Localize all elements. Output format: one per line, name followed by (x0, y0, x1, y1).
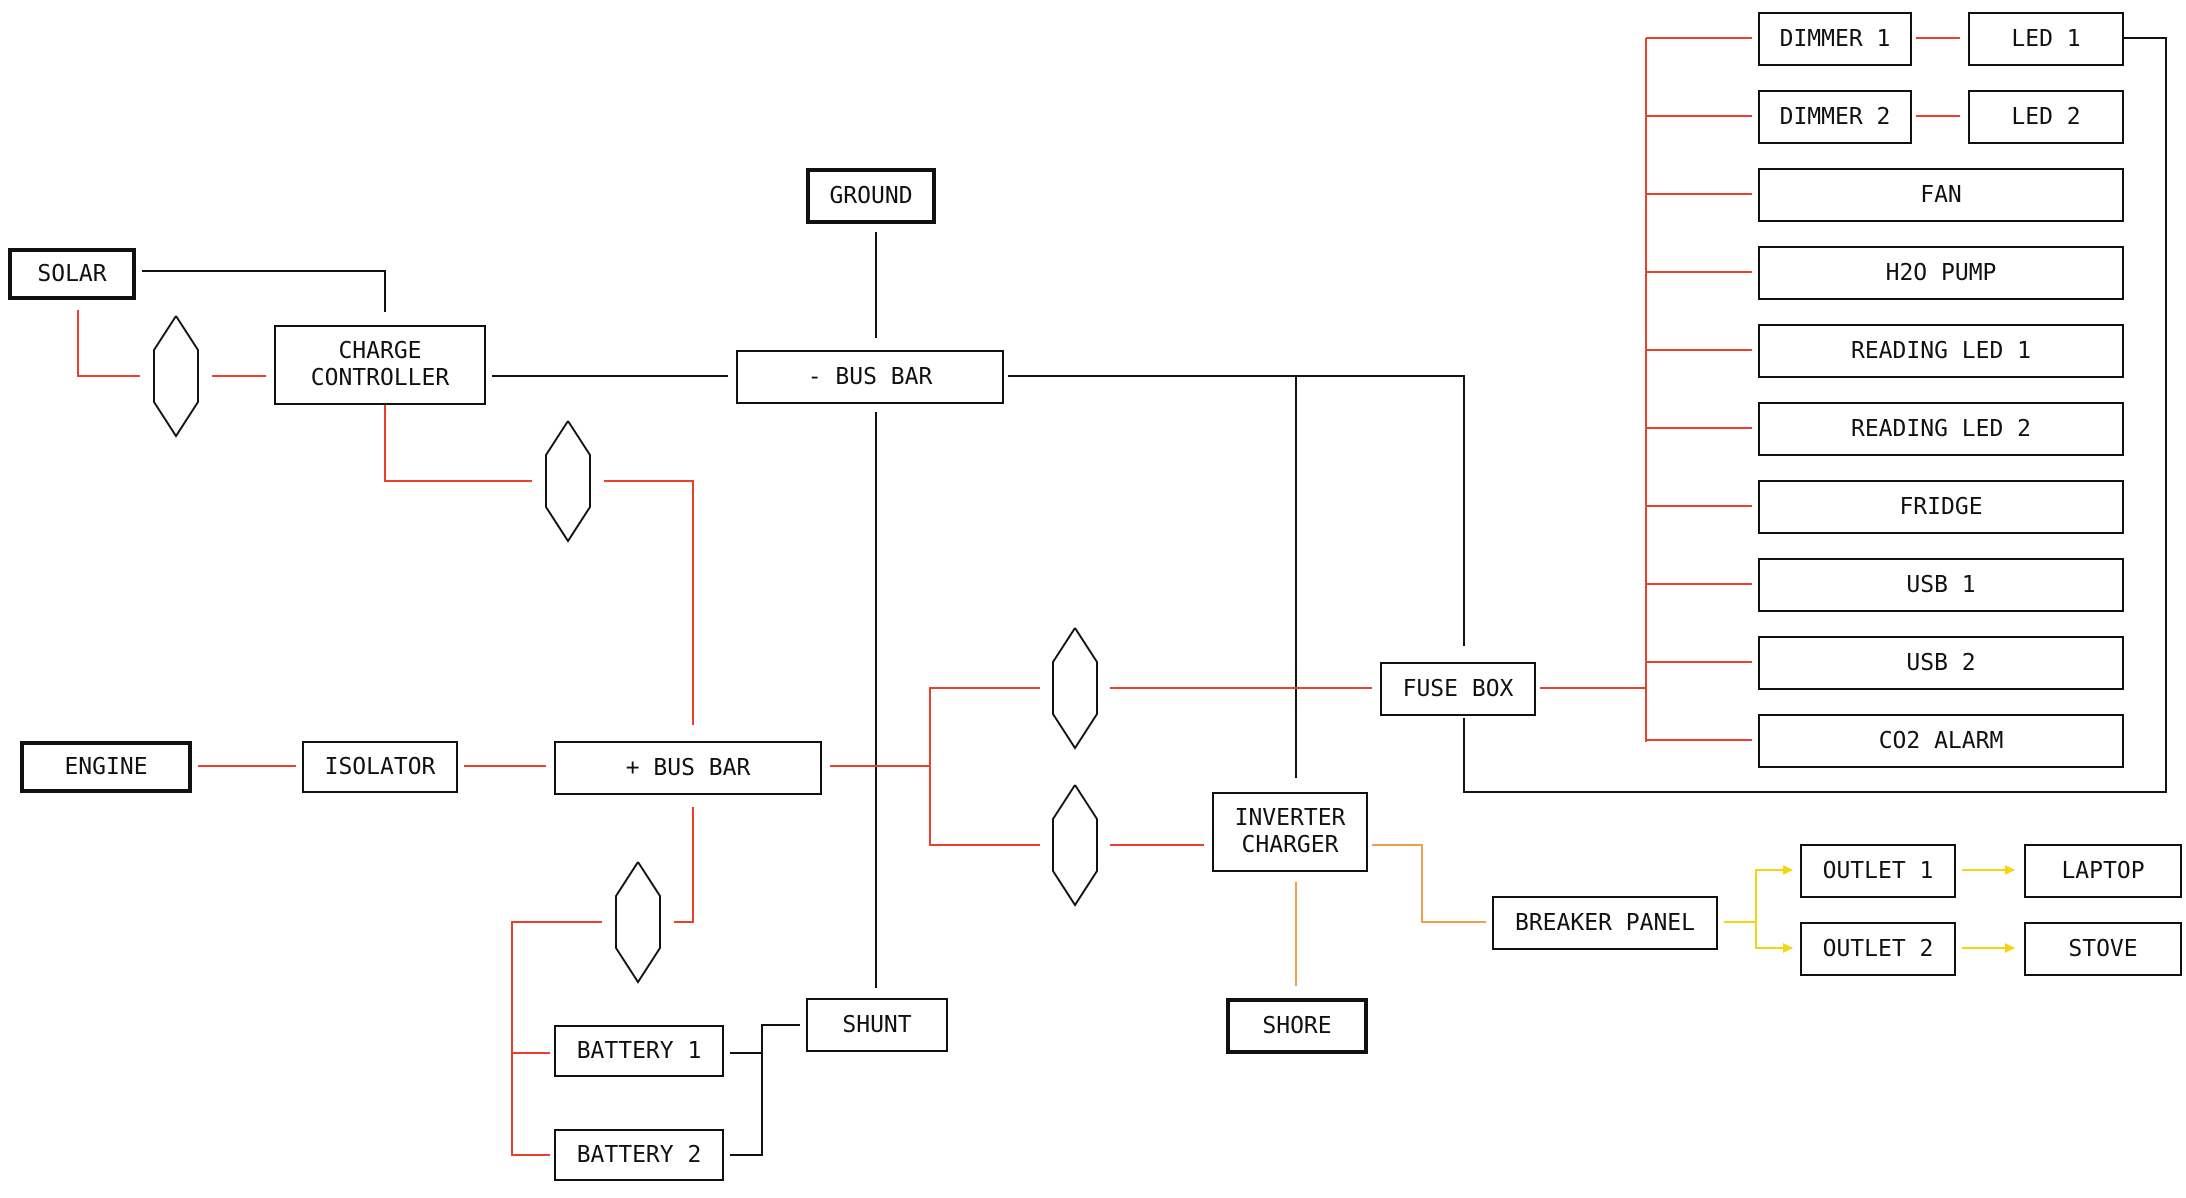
fuses (153, 315, 1098, 984)
ac-source-wires (1295, 844, 1486, 986)
usb-1-node: USB 1 (1758, 558, 2124, 612)
negative-wires (142, 37, 2167, 1156)
led-1-node: LED 1 (1968, 12, 2124, 66)
breaker-panel-node: BREAKER PANEL (1492, 896, 1718, 950)
wire-neg-bus-fusebox (1008, 375, 1465, 646)
shore-node: SHORE (1226, 998, 1368, 1054)
wire-battery-shunt (730, 1024, 800, 1054)
wire-split-fuse-bottom (929, 766, 1040, 846)
dimmer-1-node: DIMMER 1 (1758, 12, 1912, 66)
pos-bus-bar-node: + BUS BAR (554, 741, 822, 795)
reading-led-2-node: READING LED 2 (1758, 402, 2124, 456)
wire-pos-bus-fuse (674, 807, 694, 923)
ac-load-wires (1724, 865, 2015, 953)
neg-bus-bar-node: - BUS BAR (736, 350, 1004, 404)
engine-node: ENGINE (20, 741, 192, 793)
wire-breaker-outlet1 (1755, 865, 1793, 922)
fan-node: FAN (1758, 168, 2124, 222)
battery-2-node: BATTERY 2 (554, 1129, 724, 1181)
wire-breaker-outlet2 (1755, 922, 1793, 953)
fuse-icon (1052, 627, 1098, 750)
h2o-pump-node: H2O PUMP (1758, 246, 2124, 300)
wire-battery2-shunt (730, 1053, 763, 1156)
solar-node: SOLAR (8, 248, 136, 300)
fuse-icon (545, 420, 591, 543)
shunt-node: SHUNT (806, 998, 948, 1052)
wire-fuse-batteries (511, 921, 602, 1156)
wire-split-fuse-top (929, 687, 1040, 845)
wire-fuse-pos-bus (604, 480, 694, 725)
outlet-2-node: OUTLET 2 (1800, 922, 1956, 976)
led-2-node: LED 2 (1968, 90, 2124, 144)
fuse-icon (1052, 784, 1098, 907)
wire-fusebox-return (1463, 37, 2167, 793)
usb-2-node: USB 2 (1758, 636, 2124, 690)
charge-controller-node: CHARGE CONTROLLER (274, 325, 486, 405)
inverter-charger-node: INVERTER CHARGER (1212, 792, 1368, 872)
battery-1-node: BATTERY 1 (554, 1025, 724, 1077)
stove-node: STOVE (2024, 922, 2182, 976)
reading-led-1-node: READING LED 1 (1758, 324, 2124, 378)
fuse-icon (153, 315, 199, 438)
laptop-node: LAPTOP (2024, 844, 2182, 898)
isolator-node: ISOLATOR (302, 741, 458, 793)
wire-solar-fuse (77, 310, 140, 377)
positive-wires (77, 37, 1960, 1156)
co2-alarm-node: CO2 ALARM (1758, 714, 2124, 768)
fridge-node: FRIDGE (1758, 480, 2124, 534)
dimmer-2-node: DIMMER 2 (1758, 90, 1912, 144)
wire-solar-negative (142, 270, 386, 312)
ground-node: GROUND (806, 168, 936, 224)
outlet-1-node: OUTLET 1 (1800, 844, 1956, 898)
wire-controller-fuse (384, 404, 532, 482)
fuse-icon (615, 861, 661, 984)
fuse-box-node: FUSE BOX (1380, 662, 1536, 716)
wire-inverter-breaker (1372, 844, 1486, 923)
